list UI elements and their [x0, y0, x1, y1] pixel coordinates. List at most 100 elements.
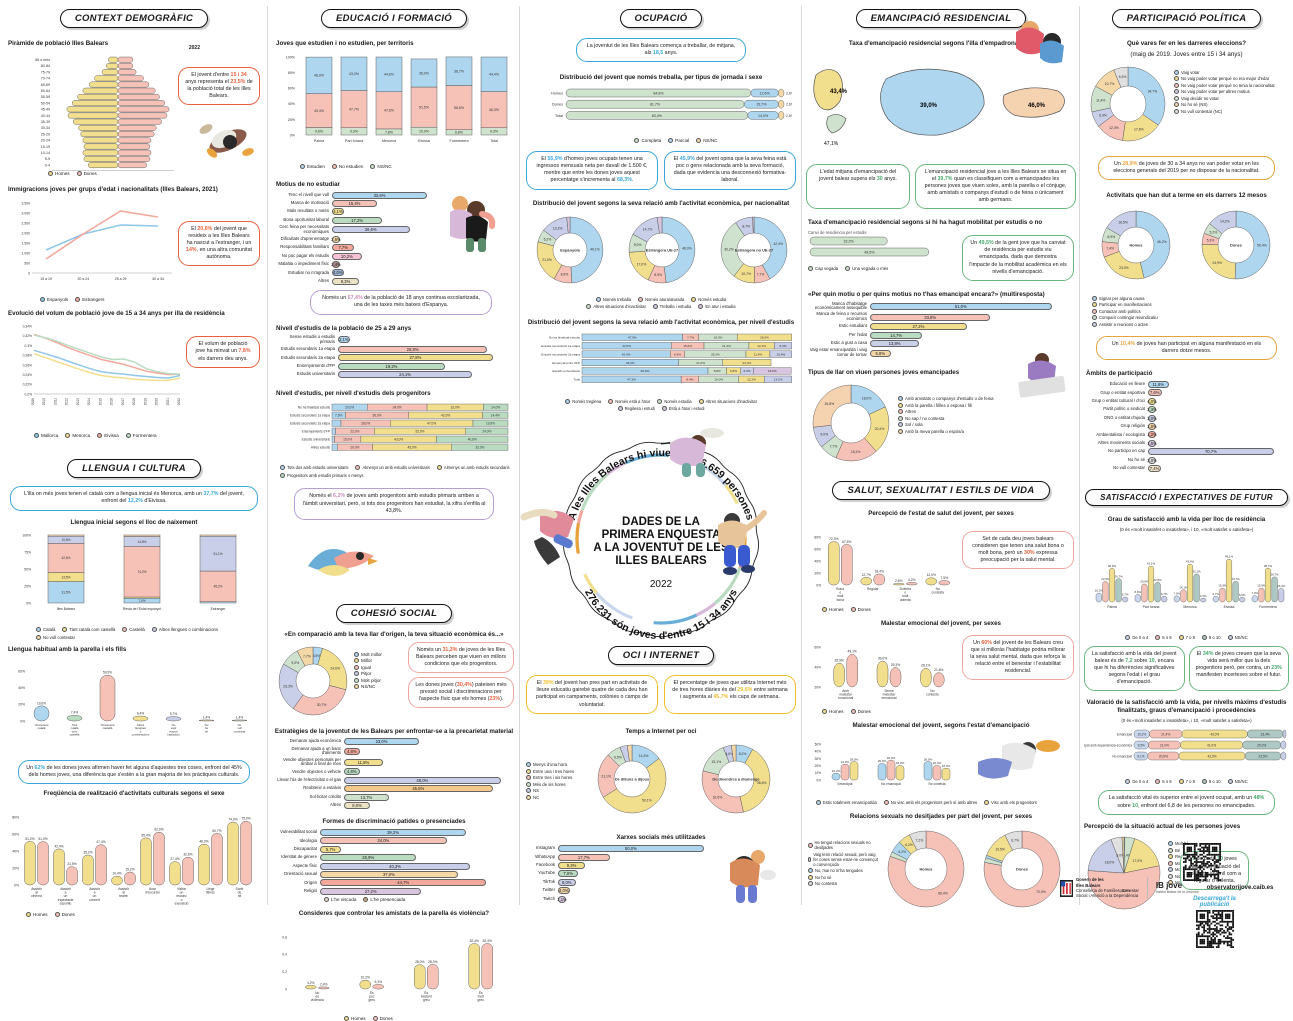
svg-text:llengües: llengües: [135, 726, 146, 730]
svg-text:9,1%: 9,1%: [1137, 755, 1144, 759]
svg-text:6,5%: 6,5%: [614, 756, 622, 760]
svg-text:Tant: Tant: [72, 723, 78, 727]
svg-text:Dones: Dones: [552, 103, 563, 107]
svg-text:24,0%: 24,0%: [841, 760, 850, 764]
bar-label: Altres: [330, 802, 341, 808]
svg-text:30,2%: 30,2%: [724, 248, 734, 252]
svg-text:34,7%: 34,7%: [1148, 89, 1158, 93]
callout-mobility-effect: Un 49,5% de la gent jove que ha canviat …: [962, 235, 1074, 281]
svg-text:80,4%: 80,4%: [938, 891, 948, 895]
svg-text:Visitar: Visitar: [177, 887, 187, 891]
svg-text:14,3%: 14,3%: [639, 754, 649, 758]
svg-text:14,2%: 14,2%: [1220, 219, 1230, 223]
svg-text:42,6%: 42,6%: [61, 556, 70, 560]
svg-text:5,3%: 5,3%: [374, 979, 382, 983]
svg-text:9,0%: 9,0%: [820, 432, 828, 436]
svg-text:9,5%: 9,5%: [1138, 744, 1145, 748]
svg-text:7,7%: 7,7%: [757, 273, 765, 277]
bar: 1,5%: [1147, 439, 1157, 447]
legend-oc-0: Només treballa: [595, 297, 631, 303]
legend-estudien: Estudien: [300, 163, 325, 169]
svg-text:l'aplicació: l'aplicació: [167, 733, 180, 737]
bar: 2,1%: [338, 336, 350, 344]
svg-text:15,6%: 15,6%: [683, 344, 692, 348]
svg-text:5,2%: 5,2%: [898, 850, 906, 854]
svg-text:2,6%: 2,6%: [786, 114, 792, 118]
svg-text:6,8%: 6,8%: [455, 130, 463, 134]
qr-code-footer-icon[interactable]: [1183, 843, 1222, 881]
bar-label: TikTok: [542, 878, 555, 884]
legend-oc-4: Treballa i estudia: [652, 304, 691, 310]
svg-text:4,5%: 4,5%: [313, 654, 321, 658]
section-title-participacio: PARTICIPACIÓ POLÍTICA: [1111, 9, 1262, 28]
legend-dones-viol: Dones: [372, 1015, 393, 1021]
svg-text:20%: 20%: [814, 571, 821, 575]
svg-text:4,2%: 4,2%: [908, 578, 916, 582]
svg-text:60%: 60%: [814, 547, 821, 551]
svg-text:50%: 50%: [815, 743, 822, 747]
svg-text:36,0%: 36,0%: [419, 71, 429, 75]
svg-text:o: o: [140, 729, 142, 733]
legend-parents-1: Almenys un amb estudis universitaris: [355, 465, 430, 471]
svg-text:2011: 2011: [53, 398, 57, 405]
callout-youth-decline: El volum de població jove ha minvat un 7…: [186, 336, 260, 368]
legend-act-3: Comparir contingut reivindicatiu: [1092, 315, 1287, 321]
svg-text:8,9%: 8,9%: [561, 273, 569, 277]
svg-text:60-64: 60-64: [41, 89, 50, 93]
svg-text:De dilluns a dijous: De dilluns a dijous: [615, 777, 649, 782]
population-pyramid-chart: 85 o més80-8475-7970-7465-6960-6455-5950…: [35, 56, 174, 171]
svg-text:9,3%: 9,3%: [350, 129, 358, 133]
svg-text:25,0%: 25,0%: [878, 760, 887, 764]
legend-val-4: NS/NC: [1227, 779, 1248, 785]
svg-text:al: al: [35, 891, 38, 895]
svg-text:70-74: 70-74: [41, 76, 50, 80]
section-title-ocupacio: OCUPACIÓ: [619, 9, 703, 28]
svg-text:32,6%: 32,6%: [183, 853, 192, 857]
svg-text:32,6%: 32,6%: [713, 796, 723, 800]
activity-level-title: Distribució del jovent segons la seva re…: [527, 319, 795, 327]
svg-text:80%: 80%: [814, 535, 821, 539]
svg-text:espectacle: espectacle: [58, 898, 74, 902]
illustration-two-people: [450, 195, 496, 252]
svg-text:24,9%: 24,9%: [1212, 261, 1222, 265]
legend-vote-5: No ho sé (NS): [1174, 102, 1275, 107]
svg-text:55-59: 55-59: [41, 95, 50, 99]
svg-text:2017: 2017: [121, 398, 125, 406]
legend-castella: Castellà: [122, 627, 145, 633]
emblem-year: 2022: [650, 579, 673, 590]
svg-text:21,1%: 21,1%: [601, 775, 611, 779]
svg-text:1.000: 1.000: [22, 251, 31, 255]
svg-text:10,6%: 10,6%: [61, 538, 70, 542]
svg-text:40%: 40%: [815, 750, 822, 754]
svg-text:38,7%: 38,7%: [1264, 564, 1273, 568]
callout-demonstrations: Un 10,4% de joves han participat en algu…: [1096, 336, 1277, 361]
svg-text:10,3%: 10,3%: [832, 769, 841, 773]
health-perception-chart: 72,3%67,5%Bonaomoltbona12,7%18,4%Regular…: [814, 535, 950, 602]
bar-label: Bona oportunitat laboral: [283, 216, 329, 222]
svg-text:No contesta: No contesta: [928, 782, 945, 786]
svg-text:59,5%: 59,5%: [103, 671, 112, 675]
qr-code-icon[interactable]: [1195, 910, 1234, 949]
legend-lv-4: Regitesa i estudi: [617, 406, 655, 412]
svg-text:Dones: Dones: [1016, 866, 1028, 871]
bar: 13,8%: [870, 340, 920, 348]
legend-oci-0: Menys d'una hora: [526, 762, 582, 768]
svg-text:20%: 20%: [12, 866, 19, 870]
svg-text:15 a 19: 15 a 19: [40, 277, 52, 281]
svg-text:Sense: Sense: [884, 689, 894, 693]
callout-university-access: Només el 6,2% de joves amb progenitors a…: [294, 488, 494, 520]
svg-text:Illes Balears: Illes Balears: [57, 607, 76, 611]
bar: 4,8%: [344, 747, 360, 755]
legend-no-estudien: No estudien: [331, 163, 363, 169]
